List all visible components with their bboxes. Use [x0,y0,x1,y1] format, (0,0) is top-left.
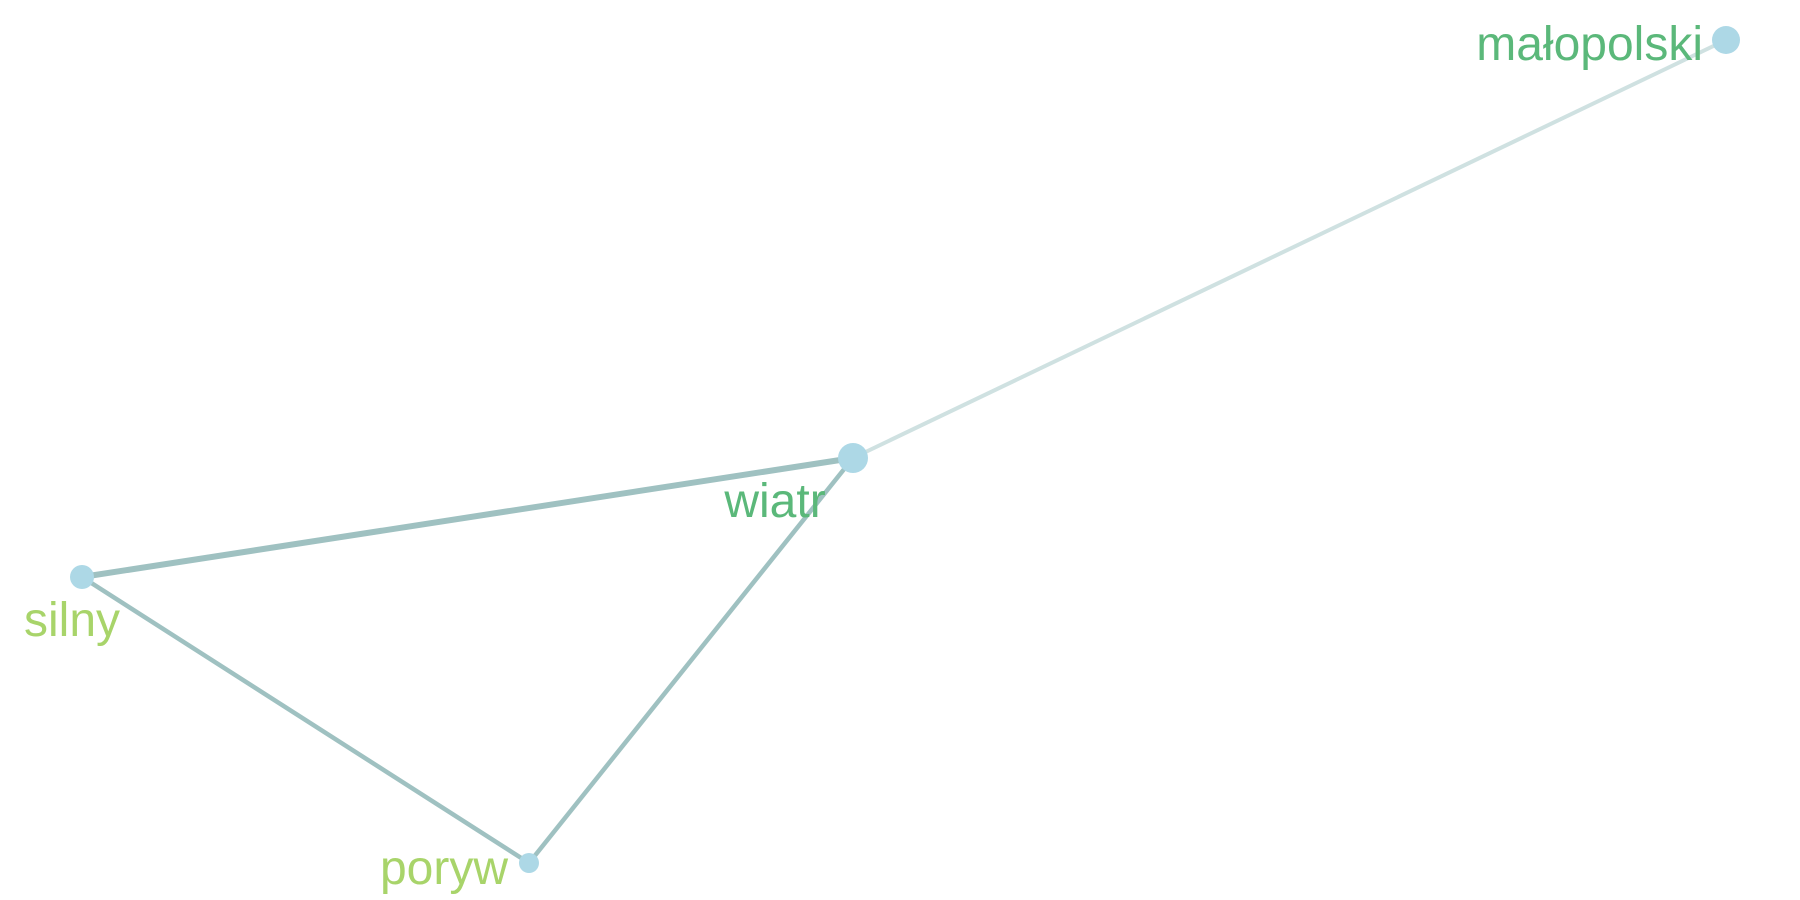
edge-wiatr-malopolski [851,38,1728,460]
edges-layer [79,38,1728,866]
node-malopolski [1712,26,1740,54]
node-silny [70,565,94,589]
node-label-poryw: poryw [380,842,508,895]
node-wiatr [838,443,868,473]
edge-wiatr-poryw [526,455,856,866]
node-poryw [519,853,539,873]
edge-silny-wiatr [79,455,856,580]
node-label-malopolski: małopolski [1476,18,1703,71]
node-label-wiatr: wiatr [723,475,825,528]
labels-layer: wiatr małopolski silny poryw [24,18,1703,895]
nodes-layer [70,26,1740,873]
edge-silny-poryw [79,574,532,866]
node-label-silny: silny [24,594,120,647]
